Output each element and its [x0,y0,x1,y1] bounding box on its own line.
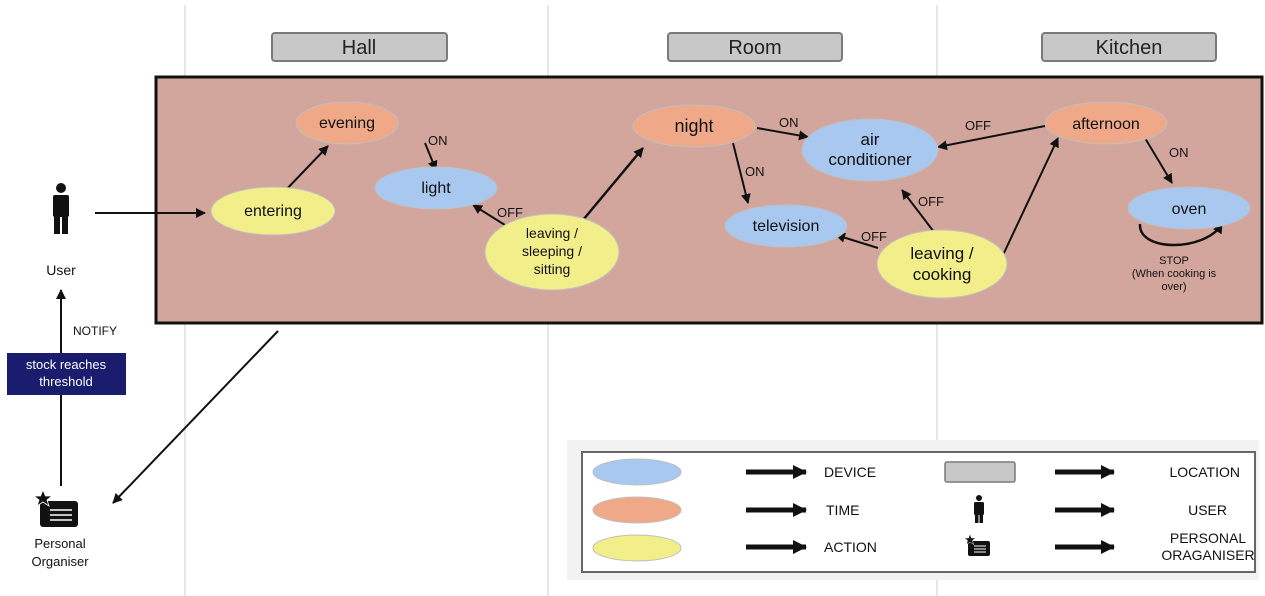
node-ac-line2: conditioner [828,150,912,169]
legend-device-label: DEVICE [824,464,876,480]
edge-label-cooking-tv: OFF [861,229,887,244]
edge-label-leaving-light: OFF [497,205,523,220]
edge-label-night-tv: ON [745,164,765,179]
legend-user-label: USER [1188,502,1227,518]
node-leaving1-line1: leaving / [526,225,578,241]
node-light-label: light [421,180,451,197]
edge-afternoon-ac [937,125,1046,151]
edge-oven-self-loop [1138,223,1224,247]
edge-night-ac [756,127,809,141]
node-leaving2-line1: leaving / [910,244,974,263]
personal-organiser-icon [32,488,78,527]
location-kitchen-label: Kitchen [1096,37,1163,59]
edge-panel-organiser [112,330,279,504]
legend-action-label: ACTION [824,539,877,555]
location-room-label: Room [728,37,781,59]
node-oven: oven [1127,186,1251,230]
edge-cooking-afternoon [1002,137,1059,256]
edge-night-tv [732,142,751,204]
edge-cooking-ac [901,189,935,233]
user-icon [53,183,69,234]
node-leaving1-line2: sleeping / [522,243,582,259]
edge-entering-evening [282,145,329,194]
edge-afternoon-oven [1144,137,1173,184]
notify-label: NOTIFY [73,324,117,338]
node-leaving-sleeping-sitting: leaving / sleeping / sitting [484,213,620,291]
node-evening-label: evening [319,115,375,132]
oven-stop-line2: (When cooking is [1132,268,1217,280]
node-entering-label: entering [244,203,302,220]
node-afternoon: afternoon [1044,101,1168,145]
node-ac-line1: air [861,130,880,149]
organiser-label-line1: Personal [34,536,85,551]
legend-organiser-label-line2: ORAGANISER [1161,547,1254,563]
edge-label-night-ac: ON [779,115,799,130]
legend-location-label: LOCATION [1169,464,1240,480]
edge-label-evening-light: ON [428,133,448,148]
node-entering: entering [210,186,336,236]
edge-cooking-tv [835,232,879,249]
node-leaving-cooking: leaving / cooking [876,229,1008,299]
user-label: User [46,262,76,278]
node-air-conditioner: air conditioner [801,118,939,182]
legend-time-swatch [592,496,682,524]
legend-device-swatch [592,458,682,486]
stock-threshold-line2: threshold [39,374,92,389]
oven-stop-line3: over) [1161,281,1186,293]
node-light: light [374,166,498,210]
stock-threshold-box [7,353,126,395]
oven-stop-line1: STOP [1159,255,1189,267]
edge-evening-light [424,142,438,171]
edge-label-afternoon-oven: ON [1169,145,1189,160]
node-leaving1-line3: sitting [534,261,571,277]
edge-label-afternoon-ac: OFF [965,118,991,133]
node-night-label: night [674,116,713,136]
legend-user-icon [974,495,984,523]
node-television-label: television [753,218,820,235]
node-night: night [632,104,756,148]
location-hall: Hall [271,32,448,62]
legend-organiser-icon [963,533,990,556]
location-room: Room [667,32,843,62]
legend-organiser-label-line1: PERSONAL [1170,530,1246,546]
edge-leaving-night [582,147,644,221]
location-hall-label: Hall [342,37,376,59]
legend: DEVICE LOCATION TIME USER ACTION PERSONA… [567,440,1259,580]
legend-location-swatch [944,461,1016,483]
node-oven-label: oven [1172,201,1207,218]
edges [95,125,1224,256]
node-television: television [724,204,848,248]
legend-time-label: TIME [826,502,859,518]
edge-label-cooking-ac: OFF [918,194,944,209]
node-afternoon-label: afternoon [1072,116,1140,133]
stock-threshold-line1: stock reaches [26,357,107,372]
node-evening: evening [295,101,399,145]
node-leaving2-line2: cooking [913,265,972,284]
organiser-label-line2: Organiser [31,554,89,569]
legend-action-swatch [592,534,682,562]
location-kitchen: Kitchen [1041,32,1217,62]
